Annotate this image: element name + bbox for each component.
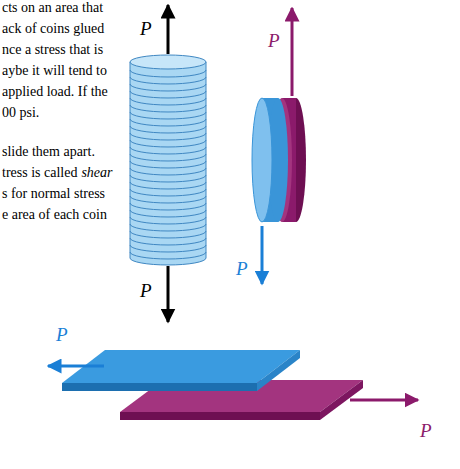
body-text-fragment: ack of coins glued xyxy=(2,21,104,38)
coin-edge xyxy=(130,133,206,140)
coin-edge xyxy=(130,147,206,154)
body-text-fragment: 00 psi. xyxy=(2,105,39,122)
coin-edge xyxy=(130,84,206,91)
body-text-fragment: aybe it will tend to xyxy=(2,63,107,80)
load-label: P xyxy=(236,258,248,281)
coin-edge xyxy=(130,175,206,182)
lap-plates xyxy=(62,350,363,420)
coin-edge xyxy=(130,189,206,196)
load-arrow xyxy=(261,226,264,284)
coin-edge xyxy=(130,119,206,126)
coin-pair xyxy=(252,98,306,222)
coin-edge xyxy=(130,154,206,161)
coin-edge xyxy=(130,231,206,238)
coin-edge xyxy=(130,70,206,77)
body-text-fragment: s for normal stress xyxy=(2,186,105,203)
body-text-fragment: shear xyxy=(81,165,112,182)
load-arrow xyxy=(167,5,170,54)
coin-edge xyxy=(130,161,206,168)
coin-stack xyxy=(130,55,206,265)
load-arrow xyxy=(167,266,170,322)
coin-edge xyxy=(130,196,206,203)
coin-edge xyxy=(130,168,206,175)
coin-edge xyxy=(130,217,206,224)
load-label: P xyxy=(140,18,152,41)
coin-edge xyxy=(130,210,206,217)
load-arrow xyxy=(350,399,418,402)
load-arrow xyxy=(48,365,104,368)
body-text-fragment: nce a stress that is xyxy=(2,42,103,59)
coin-edge xyxy=(130,112,206,119)
load-label: P xyxy=(268,30,280,53)
load-label: P xyxy=(56,324,68,347)
coin-edge xyxy=(130,182,206,189)
coin-edge xyxy=(130,224,206,231)
coin-edge xyxy=(130,98,206,105)
body-text-fragment: cts on an area that xyxy=(2,0,103,17)
body-text-fragment: applied load. If the xyxy=(2,84,108,101)
body-text-fragment: slide them apart. xyxy=(2,144,95,161)
coin-edge xyxy=(130,140,206,147)
coin-edge xyxy=(130,91,206,98)
coin-edge xyxy=(130,105,206,112)
body-text-fragment: tress is called xyxy=(2,165,77,182)
coin-edge xyxy=(130,245,206,252)
load-arrow xyxy=(291,8,294,96)
load-label: P xyxy=(140,280,152,303)
coin-edge xyxy=(130,203,206,210)
body-text-fragment: e area of each coin xyxy=(2,207,107,224)
coin-edge xyxy=(130,238,206,245)
load-label: P xyxy=(420,420,432,443)
coin-edge xyxy=(130,77,206,84)
coin-edge xyxy=(130,252,206,259)
coin-edge xyxy=(130,126,206,133)
